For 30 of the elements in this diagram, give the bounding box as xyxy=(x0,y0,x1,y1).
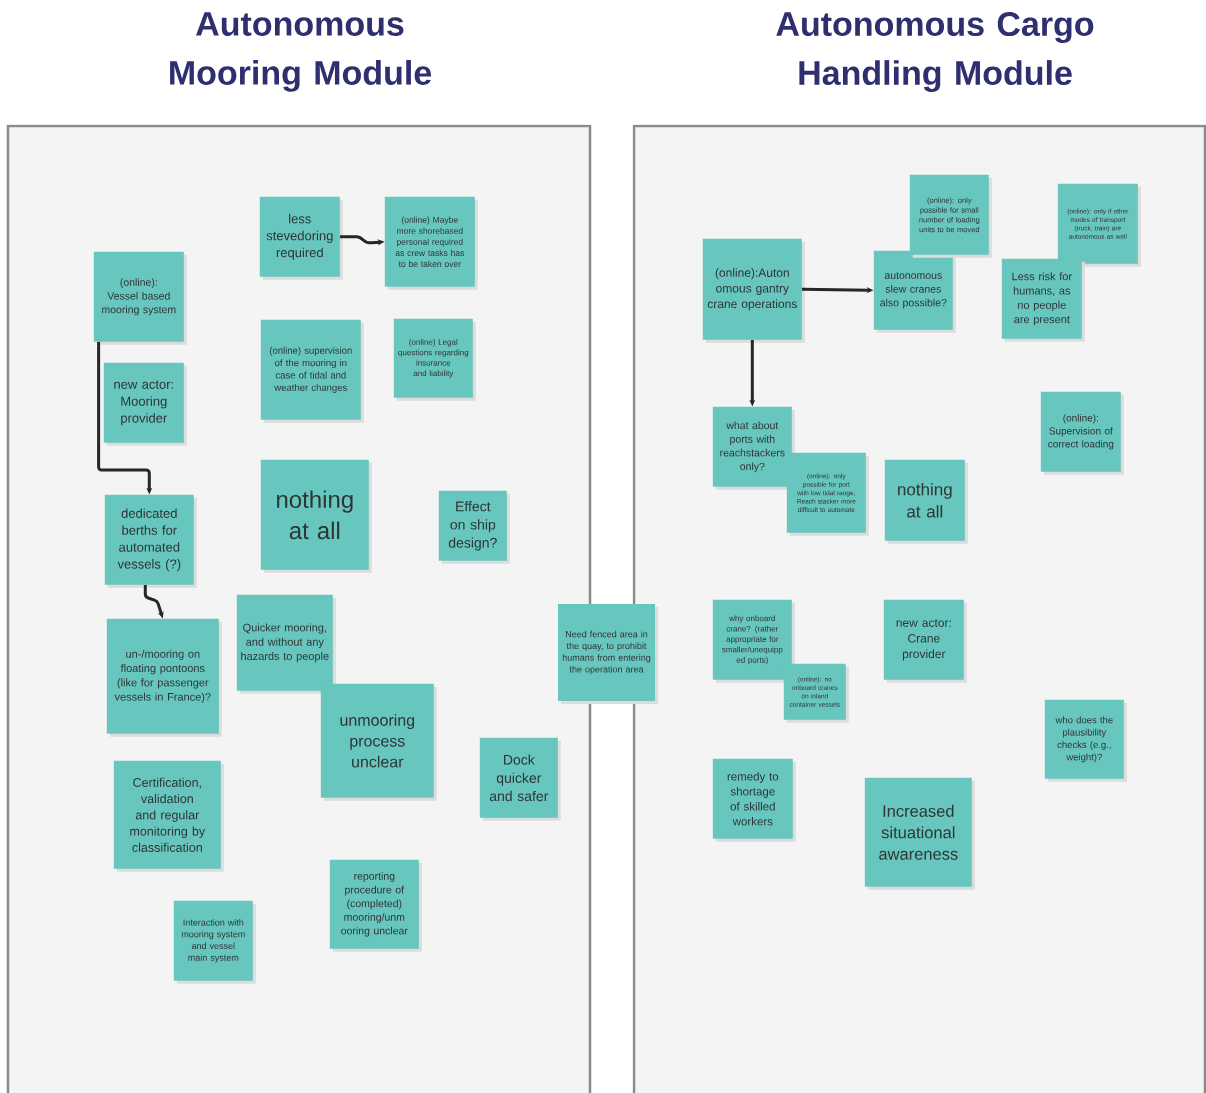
sticky-note: nothing at all xyxy=(884,459,968,544)
sticky-note: dedicated berths for automated vessels (?) xyxy=(104,494,197,588)
sticky-note: unmooring process unclear xyxy=(320,683,437,801)
sticky-note: Effect on ship design? xyxy=(438,490,510,564)
sticky-note: Certification, validation and regular monitoring by classification xyxy=(113,760,224,872)
sticky-note: what about ports with reachstackers only? xyxy=(712,406,795,490)
sticky-note: Less risk for humans, as no people are present xyxy=(1001,258,1085,342)
sticky-note: Need fenced area in the quay, to prohibit humans from entering the operation area xyxy=(558,604,658,704)
sticky-note: who does the plausibility checks (e.g., weight)? xyxy=(1044,699,1127,782)
sticky-note: nothing at all xyxy=(260,459,372,573)
sticky-note: (online) Maybe more shorebased personal required as crew tasks has to be taken over xyxy=(384,196,478,290)
sticky-note: remedy to shortage of skilled workers xyxy=(712,758,796,842)
sticky-note: (online): Vessel based mooring system xyxy=(93,251,187,345)
sticky-note: autonomous slew cranes also possible? xyxy=(873,250,956,333)
sticky-note: reporting procedure of (completed) mooring/unm ooring unclear xyxy=(329,859,422,952)
sticky-note: why onboard crane? (rather appropriate for smaller/unequipp ed ports) xyxy=(712,599,795,683)
sticky-note: (online) Legal questions regarding insurance and liability xyxy=(393,318,476,401)
sticky-note: new actor: Crane provider xyxy=(883,599,967,683)
sticky-note: new actor: Mooring provider xyxy=(103,362,187,446)
sticky-note: (online): Supervision of correct loading xyxy=(1040,391,1124,475)
panel-title: Autonomous Cargo Handling Module xyxy=(776,12,1094,92)
sticky-note: Quicker mooring, and without any hazards to people xyxy=(236,594,336,694)
sticky-note: un-/mooring on floating pontoons (like for passenger vessels in France)? xyxy=(106,618,222,737)
sticky-note: Interaction with mooring system and vessel main system xyxy=(173,900,256,984)
panel-title: Autonomous Mooring Module xyxy=(170,12,432,92)
sticky-note: Increased situational awareness xyxy=(864,777,975,890)
sticky-note: less stevedoring required xyxy=(259,196,343,280)
sticky-note: (online):Auton omous gantry crane operations xyxy=(702,238,805,343)
sticky-note: (online) supervision of the mooring in case of tidal and weather changes xyxy=(260,319,364,423)
sticky-note: Dock quicker and safer xyxy=(479,737,561,821)
